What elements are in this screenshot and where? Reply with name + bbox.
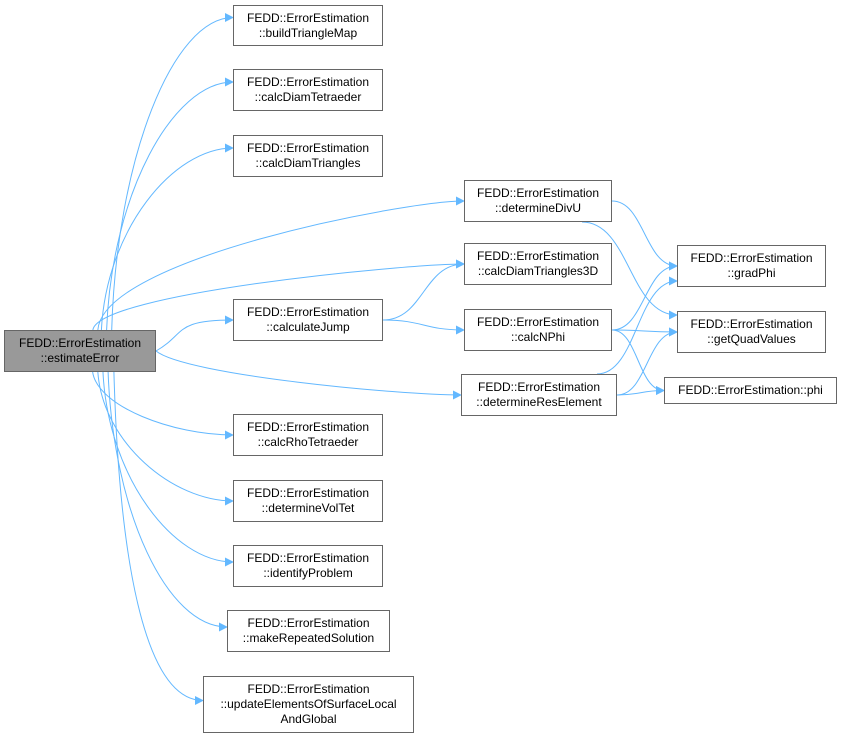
node-label-line: ::makeRepeatedSolution [242, 631, 375, 645]
node-calc-diam-tetraeder[interactable]: FEDD::ErrorEstimation ::calcDiamTetraede… [233, 69, 383, 111]
node-label-line: ::estimateError [40, 351, 120, 365]
edge-estimateError-calcDiamTriangles [100, 143, 234, 331]
edge-determineResElement-gradPhi [596, 276, 678, 375]
edge-determineDivU-gradPhi [611, 200, 678, 271]
node-label-line: ::calcDiamTetraeder [254, 90, 362, 104]
edge-determineResElement-phi [616, 386, 665, 396]
node-calc-diam-triangles[interactable]: FEDD::ErrorEstimation ::calcDiamTriangle… [233, 135, 383, 177]
node-label-line: FEDD::ErrorEstimation [246, 141, 370, 155]
edge-estimateError-calcRhoTetraeder [92, 371, 234, 440]
edge-calcNPhi-getQuadValues [611, 327, 678, 337]
node-label-line: FEDD::ErrorEstimation [246, 75, 370, 89]
node-make-repeated-solution[interactable]: FEDD::ErrorEstimation ::makeRepeatedSolu… [227, 610, 390, 652]
edge-estimateError-calcDiamTetraeder [106, 77, 234, 331]
edge-determineDivU-getQuadValues [581, 221, 678, 320]
node-build-triangle-map[interactable]: FEDD::ErrorEstimation ::buildTriangleMap [233, 5, 383, 46]
node-label-line: ::calcDiamTriangles [255, 156, 361, 170]
edge-estimateError-calcDiamTriangles3D [92, 259, 465, 331]
node-label-line: FEDD::ErrorEstimation [246, 420, 370, 434]
node-label-line: ::calcNPhi [510, 330, 566, 344]
edge-estimateError-identifyProblem [102, 371, 234, 567]
node-calculate-jump[interactable]: FEDD::ErrorEstimation ::calculateJump [233, 299, 383, 341]
node-get-quad-values[interactable]: FEDD::ErrorEstimation ::getQuadValues [677, 311, 826, 353]
node-label-line: FEDD::ErrorEstimation [476, 186, 600, 200]
node-label-line: FEDD::ErrorEstimation [247, 616, 370, 630]
node-label-line: ::getQuadValues [707, 332, 796, 346]
node-label-line: ::calcDiamTriangles3D [477, 264, 599, 278]
edge-estimateError-calculateJump [155, 315, 234, 352]
node-estimate-error[interactable]: FEDD::ErrorEstimation ::estimateError [4, 330, 156, 372]
node-label-line: ::calculateJump [266, 320, 350, 334]
node-label-line: FEDD::ErrorEstimation [247, 682, 370, 696]
node-label-line: FEDD::ErrorEstimation [476, 249, 600, 263]
edge-estimateError-updateElementsOfSurfaceLocalAndGlobal [113, 371, 204, 705]
node-calc-n-phi[interactable]: FEDD::ErrorEstimation ::calcNPhi [464, 309, 612, 351]
node-update-elements-of-surface-local-and-global[interactable]: FEDD::ErrorEstimation ::updateElementsOf… [203, 676, 414, 733]
node-phi[interactable]: FEDD::ErrorEstimation::phi [664, 377, 837, 404]
edge-calculateJump-calcNPhi [382, 319, 465, 335]
node-label-line: AndGlobal [280, 712, 337, 726]
node-label-line: FEDD::ErrorEstimation [690, 251, 813, 265]
node-label-line: ::updateElementsOfSurfaceLocal [220, 697, 397, 711]
node-label-line: ::determineVolTet [261, 501, 355, 515]
node-label-line: ::calcRhoTetraeder [257, 435, 359, 449]
node-label-line: FEDD::ErrorEstimation [18, 336, 142, 350]
node-label-line: ::determineResElement [476, 395, 602, 409]
node-calc-rho-tetraeder[interactable]: FEDD::ErrorEstimation ::calcRhoTetraeder [233, 414, 383, 456]
node-determine-res-element[interactable]: FEDD::ErrorEstimation ::determineResElem… [461, 374, 617, 416]
node-label-line: ::gradPhi [727, 266, 776, 280]
edge-estimateError-determineVolTet [97, 371, 234, 506]
edge-calculateJump-calcDiamTriangles3D [382, 259, 465, 321]
node-label-line: FEDD::ErrorEstimation [690, 317, 813, 331]
edge-estimateError-buildTriangleMap [111, 13, 234, 331]
node-label-line: FEDD::ErrorEstimation::phi [678, 383, 823, 397]
node-label-line: FEDD::ErrorEstimation [246, 486, 370, 500]
node-label-line: FEDD::ErrorEstimation [246, 305, 370, 319]
node-label-line: FEDD::ErrorEstimation [246, 10, 370, 25]
edge-estimateError-determineDivU [97, 196, 465, 331]
node-identify-problem[interactable]: FEDD::ErrorEstimation ::identifyProblem [233, 545, 383, 587]
node-label-line: ::buildTriangleMap [258, 25, 358, 40]
node-label-line: FEDD::ErrorEstimation [477, 380, 601, 394]
edge-estimateError-makeRepeatedSolution [107, 371, 228, 632]
node-label-line: ::identifyProblem [263, 566, 353, 580]
node-determine-vol-tet[interactable]: FEDD::ErrorEstimation ::determineVolTet [233, 480, 383, 522]
edge-estimateError-determineResElement [155, 350, 462, 400]
node-label-line: FEDD::ErrorEstimation [476, 315, 600, 329]
node-determine-div-u[interactable]: FEDD::ErrorEstimation ::determineDivU [464, 180, 612, 222]
node-calc-diam-triangles-3d[interactable]: FEDD::ErrorEstimation ::calcDiamTriangle… [464, 243, 612, 285]
edge-determineResElement-getQuadValues [616, 327, 678, 396]
node-label-line: FEDD::ErrorEstimation [246, 551, 370, 565]
edge-calcNPhi-gradPhi [611, 261, 678, 331]
node-label-line: ::determineDivU [494, 201, 582, 215]
node-grad-phi[interactable]: FEDD::ErrorEstimation ::gradPhi [677, 245, 826, 287]
